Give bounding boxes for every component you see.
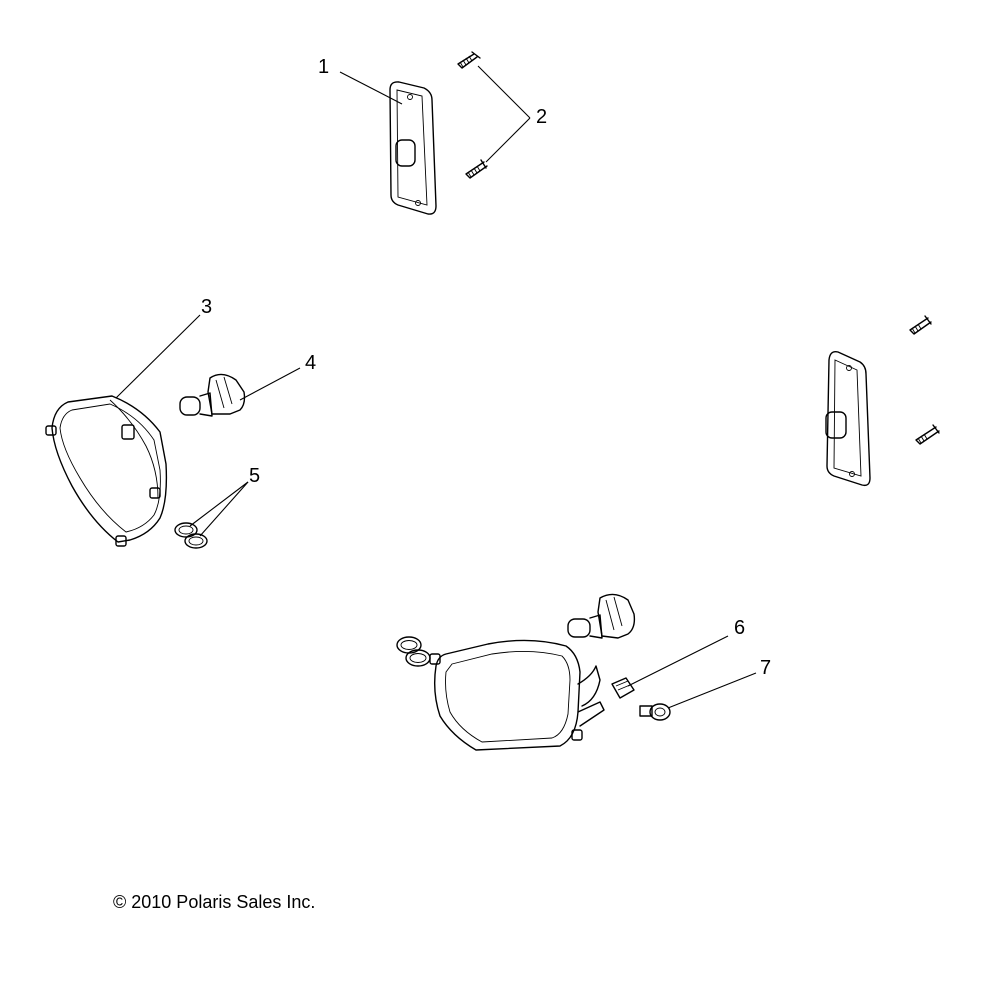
callout-7: 7 — [760, 657, 772, 679]
o-rings-left — [174, 522, 208, 549]
screw-upper-1 — [457, 51, 481, 69]
copyright-text: © 2010 Polaris Sales Inc. — [113, 892, 316, 912]
screw-upper-2 — [465, 159, 488, 179]
callout-2: 2 — [536, 106, 548, 128]
headlight-lower — [429, 639, 605, 751]
callout-5: 5 — [249, 465, 261, 487]
leader-2b — [485, 117, 531, 163]
callout-6: 6 — [734, 617, 746, 639]
leader-6 — [627, 635, 729, 687]
callout-3: 3 — [201, 296, 213, 318]
leader-lines — [115, 65, 757, 709]
bulb-lower — [567, 593, 636, 639]
leader-1 — [339, 71, 403, 105]
grommet — [639, 703, 671, 721]
leader-5b — [199, 481, 249, 537]
callout-4: 4 — [305, 352, 317, 374]
marker-light-right — [825, 350, 871, 487]
bulb-left — [179, 373, 246, 417]
leader-5a — [189, 481, 249, 527]
callout-1: 1 — [318, 56, 330, 78]
screw-right-1 — [909, 315, 932, 335]
leader-7 — [667, 672, 757, 709]
clip — [611, 677, 635, 699]
leader-4 — [239, 367, 301, 401]
leader-2a — [477, 65, 531, 119]
headlight-left — [45, 395, 168, 547]
marker-light-upper — [389, 81, 437, 215]
screw-right-2 — [915, 424, 940, 445]
leader-3 — [115, 314, 201, 399]
o-rings-lower — [396, 636, 431, 667]
